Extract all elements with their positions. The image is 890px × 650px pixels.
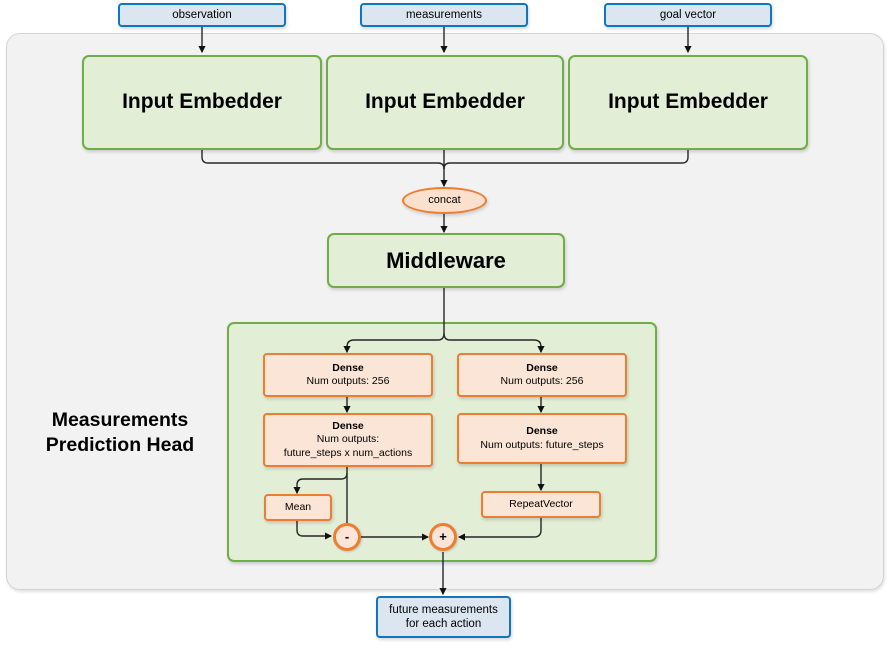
link-branch-left <box>343 332 445 354</box>
subtract-operator-label: - <box>344 528 350 544</box>
prediction-head-label-line1: Measurements <box>51 409 189 431</box>
link-embedder1-merge <box>201 150 445 170</box>
link-embedder3-merge <box>443 150 689 170</box>
left-dense-256-title: Dense <box>332 361 364 374</box>
input-box-measurements-label: measurements <box>405 8 483 21</box>
prediction-head-label-line2: Prediction Head <box>45 434 195 457</box>
input-box-observation-label: observation <box>172 8 232 21</box>
left-dense-future-steps-actions[interactable]: Dense Num outputs: future_steps x num_ac… <box>263 413 433 467</box>
repeat-vector-label: RepeatVector <box>509 497 573 510</box>
input-embedder-2[interactable]: Input Embedder <box>326 55 564 150</box>
link-repeatvector-to-plus <box>457 518 542 541</box>
output-box-line1: future measurements <box>389 603 498 616</box>
input-box-goal-vector-label: goal vector <box>659 8 717 21</box>
input-embedder-3-label: Input Embedder <box>608 90 768 114</box>
input-box-observation[interactable]: observation <box>118 3 286 27</box>
right-dense-future-steps-title: Dense <box>526 425 558 438</box>
middleware-node[interactable]: Middleware <box>327 233 565 288</box>
add-operator[interactable]: + <box>429 523 457 551</box>
input-embedder-2-label: Input Embedder <box>365 90 525 114</box>
left-dense-future-steps-actions-detail-1: Num outputs: <box>316 433 380 446</box>
repeat-vector-node[interactable]: RepeatVector <box>481 491 601 518</box>
right-dense-256-detail: Num outputs: 256 <box>500 375 584 387</box>
left-dense-256[interactable]: Dense Num outputs: 256 <box>263 353 433 397</box>
left-dense-future-steps-actions-title: Dense <box>332 420 364 433</box>
right-dense-future-steps[interactable]: Dense Num outputs: future_steps <box>457 413 627 464</box>
mean-node[interactable]: Mean <box>264 494 332 521</box>
prediction-head-label: Measurements Prediction Head <box>22 408 218 459</box>
left-dense-256-detail: Num outputs: 256 <box>306 375 390 387</box>
input-embedder-1[interactable]: Input Embedder <box>82 55 322 150</box>
input-box-goal-vector[interactable]: goal vector <box>604 3 772 27</box>
concat-node[interactable]: concat <box>402 187 487 214</box>
link-mean-to-minus <box>296 521 333 540</box>
right-dense-256-title: Dense <box>526 361 558 374</box>
left-dense-future-steps-actions-detail-2: future_steps x num_actions <box>283 446 413 459</box>
link-left-dense2-to-mean <box>293 472 348 495</box>
input-embedder-3[interactable]: Input Embedder <box>568 55 808 150</box>
subtract-operator[interactable]: - <box>333 523 361 551</box>
input-embedder-1-label: Input Embedder <box>122 90 282 114</box>
input-box-measurements[interactable]: measurements <box>360 3 528 27</box>
middleware-label: Middleware <box>386 247 506 273</box>
right-dense-future-steps-detail: Num outputs: future_steps <box>480 438 604 451</box>
right-dense-256[interactable]: Dense Num outputs: 256 <box>457 353 627 397</box>
concat-label: concat <box>428 193 461 206</box>
output-box-future-measurements[interactable]: future measurements for each action <box>376 596 511 638</box>
output-box-line2: for each action <box>405 618 482 630</box>
mean-label: Mean <box>284 500 312 513</box>
link-branch-right <box>443 332 545 354</box>
add-operator-label: + <box>439 528 447 544</box>
